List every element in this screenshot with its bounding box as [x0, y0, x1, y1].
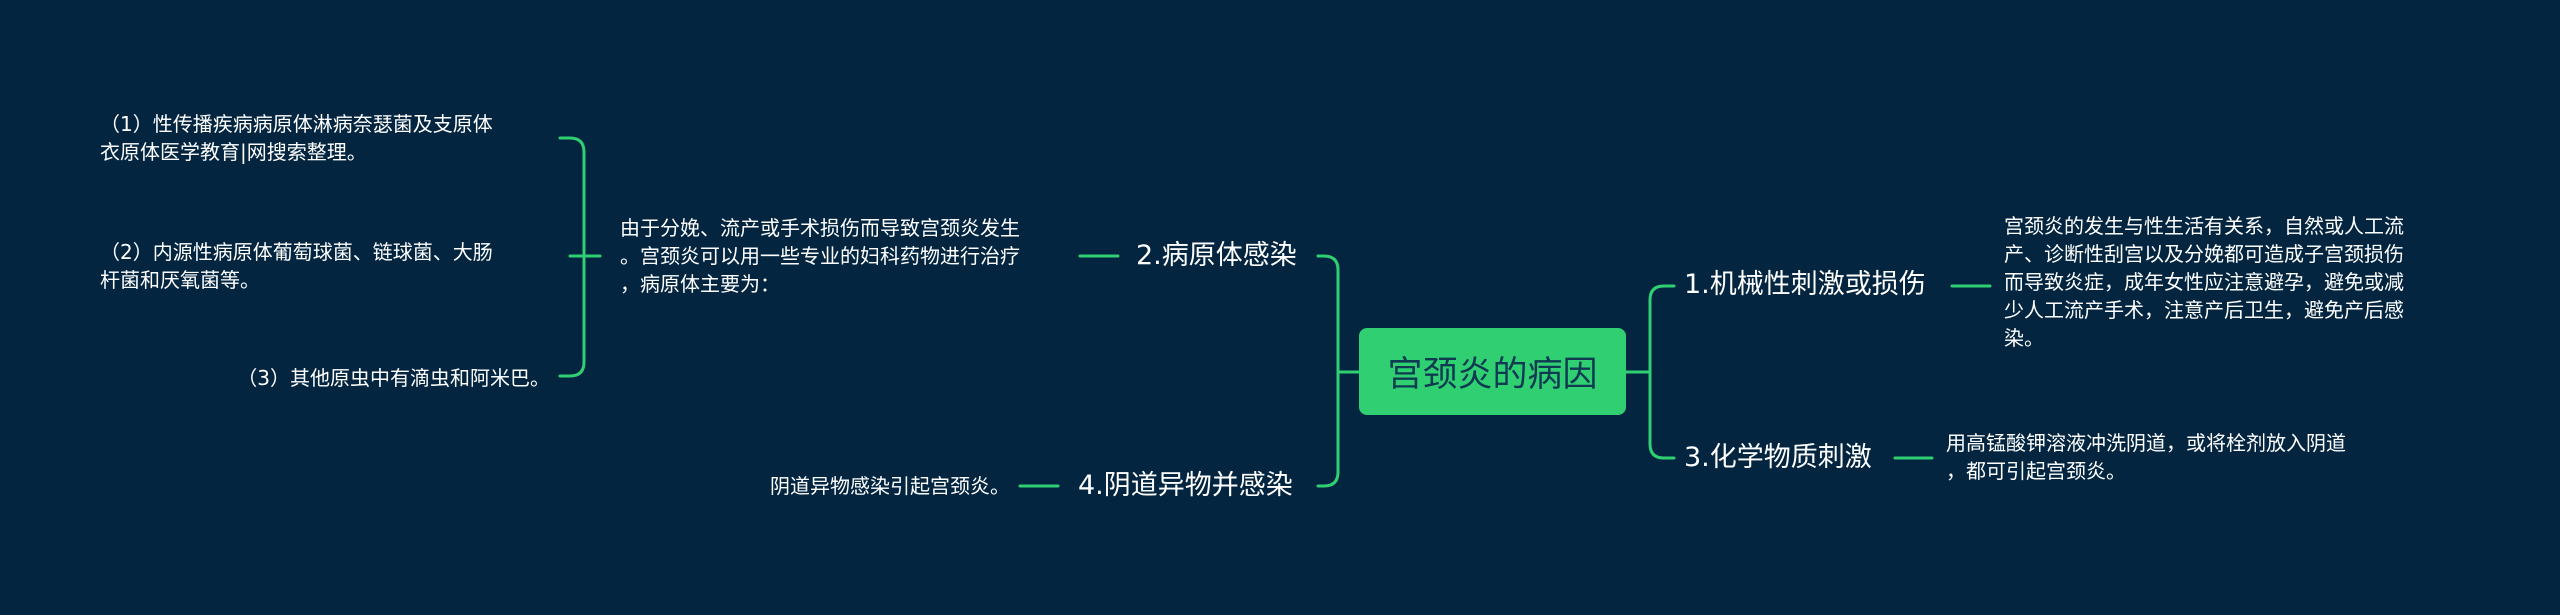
root-label: 宫颈炎的病因	[1387, 355, 1598, 395]
branch-label: 3.化学物质刺激	[1684, 442, 1872, 473]
leaf-text-line: 而导致炎症，成年女性应注意避孕，避免或减	[2004, 270, 2404, 294]
leaf-text-line: ，病原体主要为：	[620, 272, 780, 296]
branch-node-mechanical-injury[interactable]: 1.机械性刺激或损伤	[1684, 267, 1926, 303]
connector-l2-subleaves	[558, 136, 602, 378]
branch-label: 1.机械性刺激或损伤	[1684, 269, 1926, 300]
leaf-text-line: ，都可引起宫颈炎。	[1946, 459, 2126, 483]
branch-label: 4.阴道异物并感染	[1078, 470, 1293, 501]
branch-label: 2.病原体感染	[1136, 240, 1297, 271]
leaf-text-line: （3）其他原虫中有滴虫和阿米巴。	[237, 366, 550, 390]
leaf-text-line: （2）内源性病原体葡萄球菌、链球菌、大肠	[100, 240, 493, 264]
branch-node-chemical-irritation[interactable]: 3.化学物质刺激	[1684, 440, 1872, 476]
leaf-text-line: 宫颈炎的发生与性生活有关系，自然或人工流	[2004, 214, 2404, 238]
leaf-node-protozoa[interactable]: （3）其他原虫中有滴虫和阿米巴。	[150, 364, 550, 392]
branch-node-vaginal-foreign-body[interactable]: 4.阴道异物并感染	[1078, 468, 1293, 504]
leaf-node-sti-pathogens[interactable]: （1）性传播疾病病原体淋病奈瑟菌及支原体 衣原体医学教育|网搜索整理。	[100, 110, 560, 166]
leaf-text-line: 衣原体医学教育|网搜索整理。	[100, 140, 367, 164]
leaf-text-line: 阴道异物感染引起宫颈炎。	[770, 474, 1010, 498]
leaf-node-chemical-detail[interactable]: 用高锰酸钾溶液冲洗阴道，或将栓剂放入阴道 ，都可引起宫颈炎。	[1946, 429, 2416, 485]
leaf-node-pathogen-detail[interactable]: 由于分娩、流产或手术损伤而导致宫颈炎发生 。宫颈炎可以用一些专业的妇科药物进行治…	[620, 214, 1080, 298]
branch-node-pathogen-infection[interactable]: 2.病原体感染	[1136, 238, 1297, 274]
leaf-node-endogenous-pathogens[interactable]: （2）内源性病原体葡萄球菌、链球菌、大肠 杆菌和厌氧菌等。	[100, 238, 560, 294]
leaf-text-line: 少人工流产手术，注意产后卫生，避免产后感	[2004, 298, 2404, 322]
leaf-text-line: （1）性传播疾病病原体淋病奈瑟菌及支原体	[100, 112, 493, 136]
root-node[interactable]: 宫颈炎的病因	[1359, 328, 1626, 415]
leaf-text-line: 杆菌和厌氧菌等。	[100, 268, 260, 292]
leaf-node-foreign-body-detail[interactable]: 阴道异物感染引起宫颈炎。	[680, 472, 1010, 500]
leaf-text-line: 。宫颈炎可以用一些专业的妇科药物进行治疗	[620, 244, 1020, 268]
leaf-text-line: 由于分娩、流产或手术损伤而导致宫颈炎发生	[620, 216, 1020, 240]
leaf-text-line: 产、诊断性刮宫以及分娩都可造成子宫颈损伤	[2004, 242, 2404, 266]
leaf-text-line: 用高锰酸钾溶液冲洗阴道，或将栓剂放入阴道	[1946, 431, 2346, 455]
connector-root-b4	[1316, 370, 1340, 488]
connector-root-b2	[1316, 254, 1361, 374]
connector-root-b3	[1648, 370, 1676, 460]
leaf-node-mechanical-detail[interactable]: 宫颈炎的发生与性生活有关系，自然或人工流 产、诊断性刮宫以及分娩都可造成子宫颈损…	[2004, 212, 2474, 352]
connector-root-b1	[1624, 284, 1676, 374]
leaf-text-line: 染。	[2004, 326, 2044, 350]
